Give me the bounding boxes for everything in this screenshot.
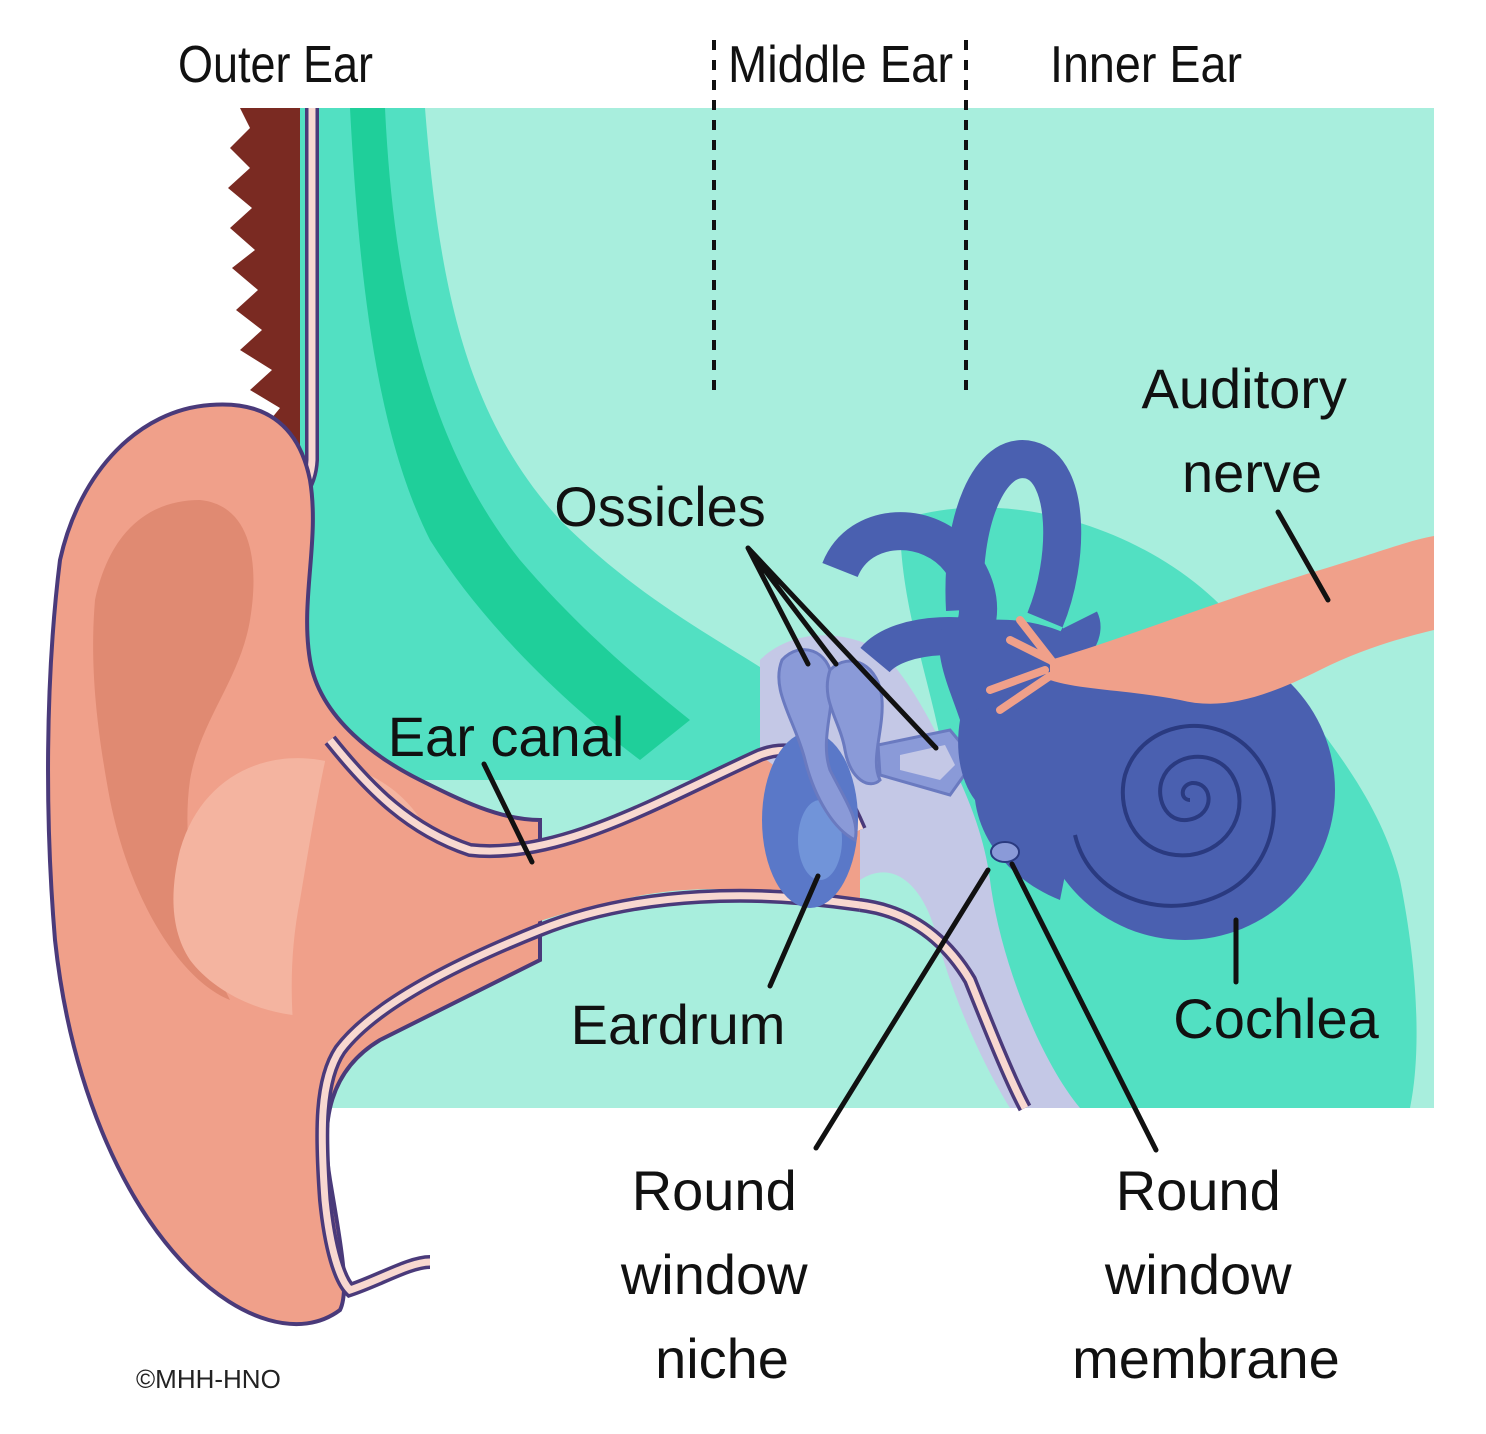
label-round-window-membrane-line1: Round (1116, 1159, 1281, 1222)
round-window-membrane-shape (990, 841, 1020, 863)
auditory-nerve-fibers (986, 616, 1059, 714)
round-window-membrane-leader (1009, 861, 1159, 1153)
label-round-window-niche-line3: niche (655, 1327, 789, 1390)
cochlea-spiral (1073, 723, 1276, 908)
ear-canal (291, 740, 861, 1160)
label-ossicles: Ossicles (554, 475, 766, 538)
label-round-window-membrane-line3: membrane (1072, 1327, 1340, 1390)
label-auditory-nerve-line2: nerve (1182, 441, 1322, 504)
tissue-band-mid (300, 108, 780, 780)
label-round-window-membrane: Round window membrane (1072, 1159, 1340, 1390)
ear-canal-leader (481, 761, 535, 865)
ossicle-stapes-arch (900, 745, 955, 780)
section-label-middle: Middle Ear (728, 36, 953, 94)
label-round-window-niche: Round window niche (620, 1159, 823, 1390)
label-auditory-nerve: Auditory nerve (1142, 357, 1363, 504)
section-label-inner: Inner Ear (1050, 36, 1242, 94)
ear-canal-lower-lining (318, 892, 1029, 1295)
ossicle-incus (825, 659, 884, 786)
hair-strip (228, 108, 300, 490)
label-round-window-membrane-line2: window (1104, 1243, 1292, 1306)
round-window-niche-leader (813, 867, 991, 1151)
eardrum-leader (767, 873, 821, 989)
label-round-window-niche-line1: Round (632, 1159, 797, 1222)
section-label-outer: Outer Ear (178, 36, 373, 94)
auditory-nerve-leader (1275, 509, 1331, 603)
ossicles-leader (745, 545, 939, 751)
tissue-band-deep (350, 108, 690, 760)
copyright-notice: ©MHH-HNO (136, 1364, 281, 1394)
auditory-nerve-shape (1050, 536, 1434, 704)
auricle-helix-shade (93, 500, 254, 1000)
label-eardrum: Eardrum (571, 993, 786, 1056)
label-auditory-nerve-line1: Auditory (1142, 357, 1347, 420)
label-cochlea: Cochlea (1173, 987, 1379, 1050)
label-round-window-niche-line2: window (620, 1243, 808, 1306)
label-ear-canal: Ear canal (388, 705, 625, 768)
